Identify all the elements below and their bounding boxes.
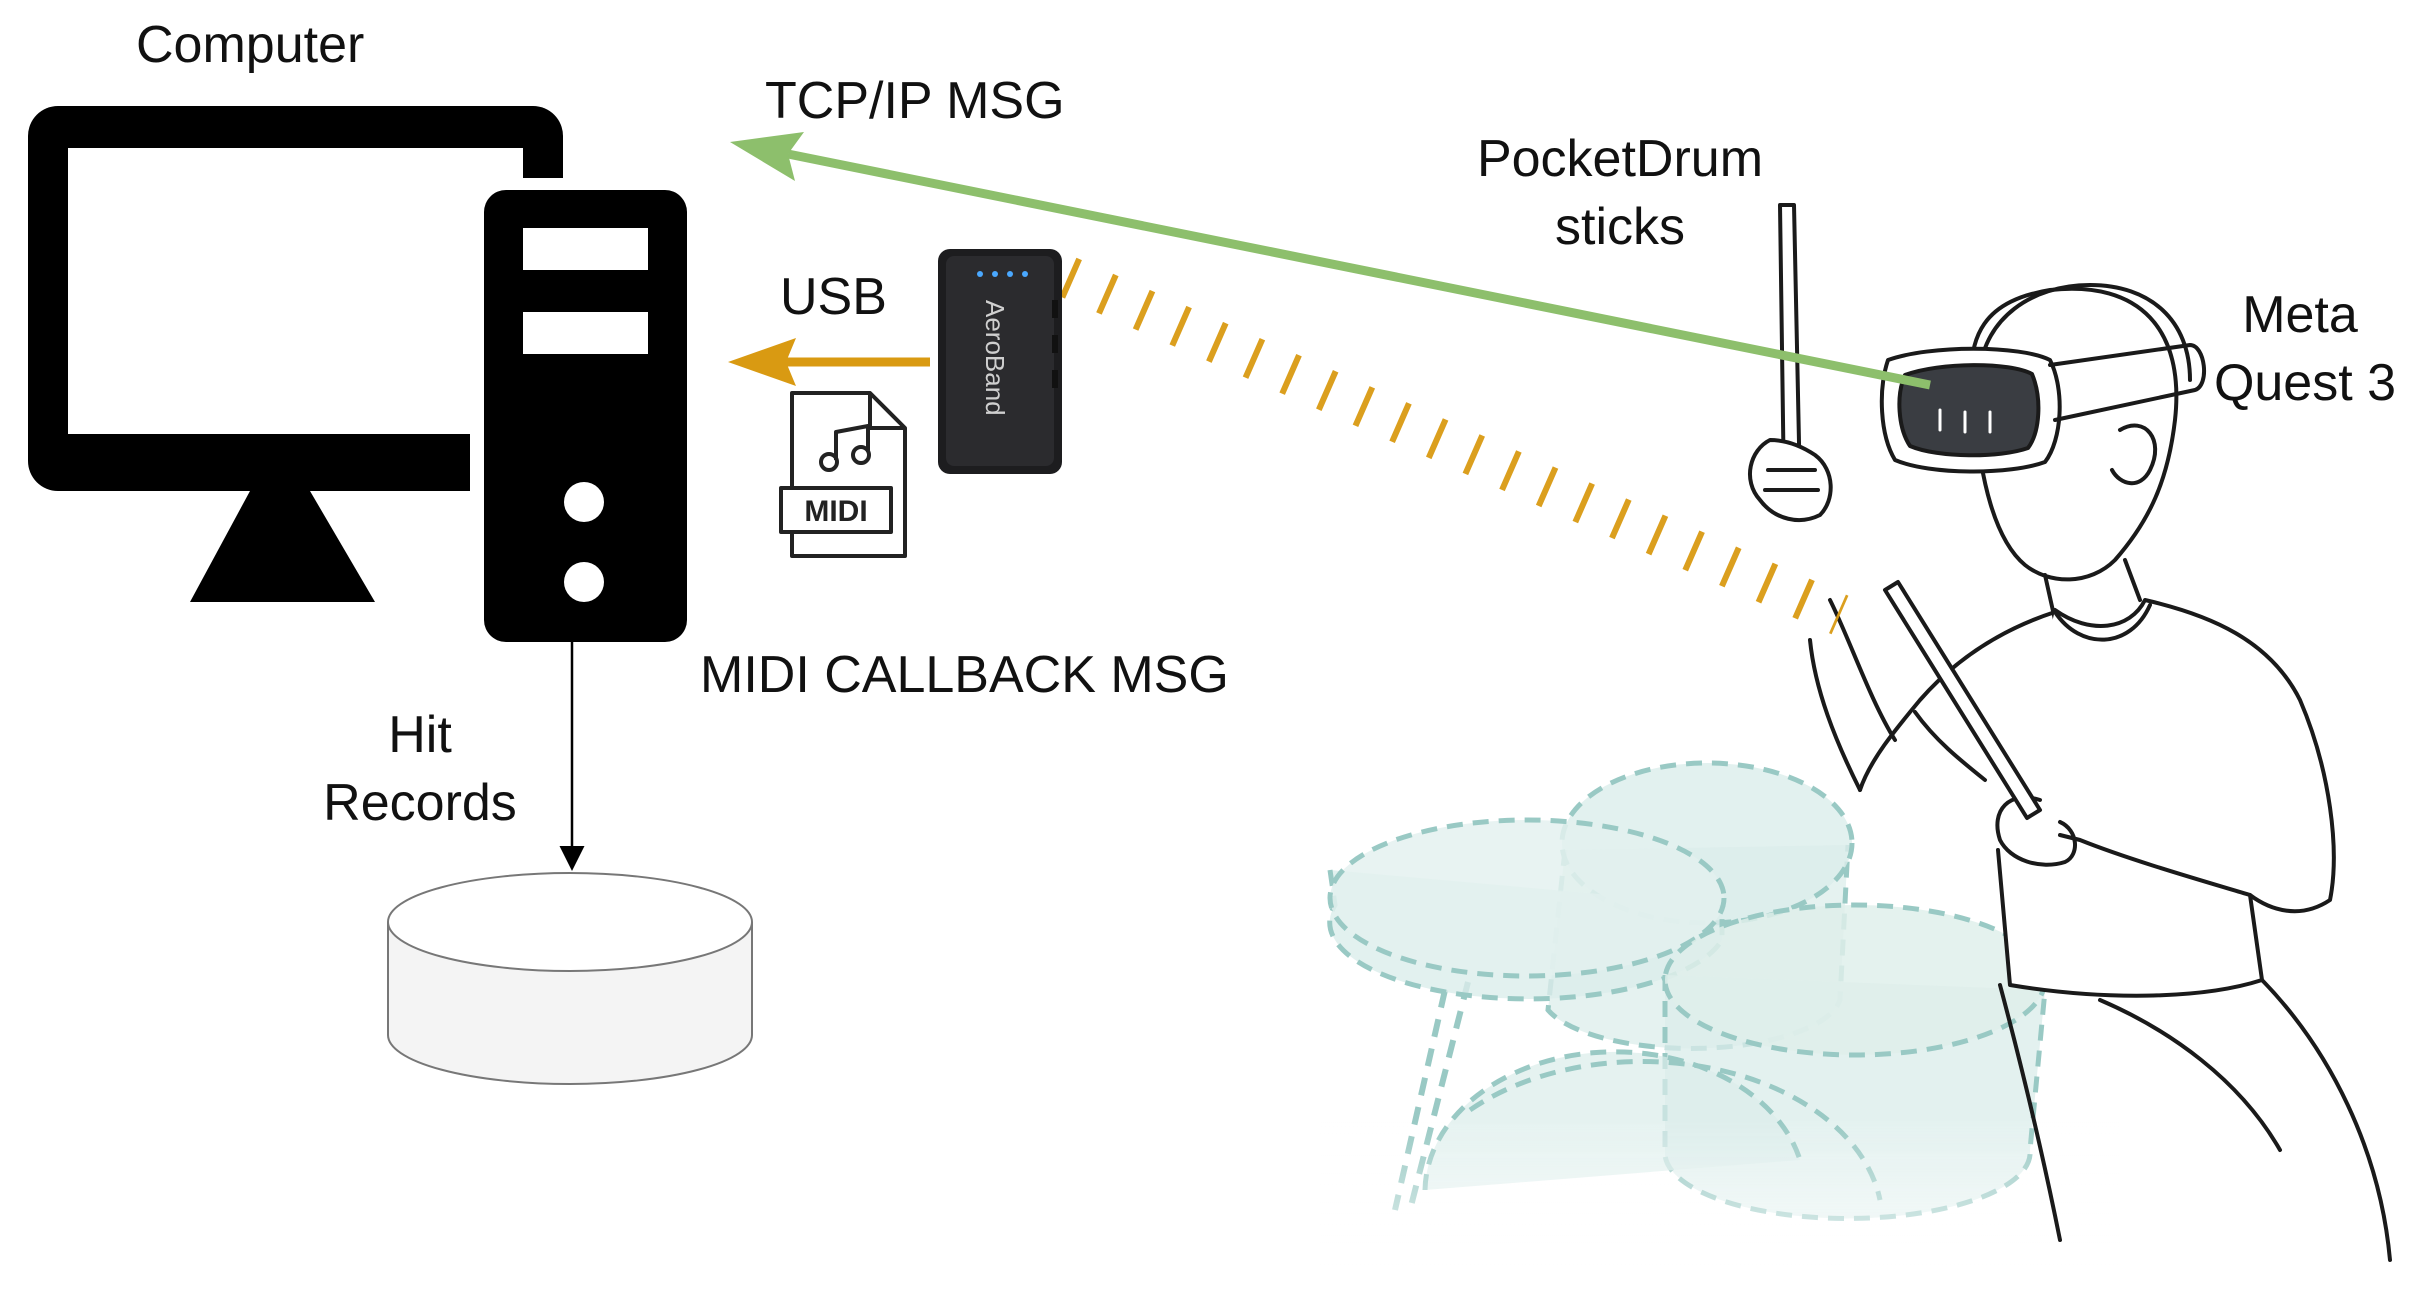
meta-label: Meta xyxy=(2242,286,2358,344)
usb-receiver-icon: AeroBand xyxy=(938,249,1062,474)
database-icon xyxy=(387,872,753,1085)
pocketdrum-label: PocketDrum xyxy=(1476,130,1764,188)
midi-callback-msg-label: MIDI CALLBACK MSG xyxy=(700,646,1229,704)
computer-label: Computer xyxy=(136,16,365,74)
quest-3-label: Quest 3 xyxy=(2213,354,2397,412)
tcp-ip-arrow xyxy=(730,132,1931,390)
midi-file-label: MIDI xyxy=(804,495,867,528)
midi-file-icon: MIDI xyxy=(779,391,907,558)
desktop-computer-icon xyxy=(28,106,697,646)
records-label: Records xyxy=(323,774,517,832)
drum-kit-illustration xyxy=(1320,760,2120,1290)
dongle-brand-text: AeroBand xyxy=(980,300,1010,416)
usb-label: USB xyxy=(780,268,887,326)
wireless-signal xyxy=(1059,257,1849,635)
sticks-label: sticks xyxy=(1555,198,1685,256)
usb-arrow xyxy=(728,338,930,386)
vr-drummer-illustration xyxy=(1748,203,2392,1262)
hit-label: Hit xyxy=(388,706,452,764)
tcp-ip-msg-label: TCP/IP MSG xyxy=(765,72,1065,130)
